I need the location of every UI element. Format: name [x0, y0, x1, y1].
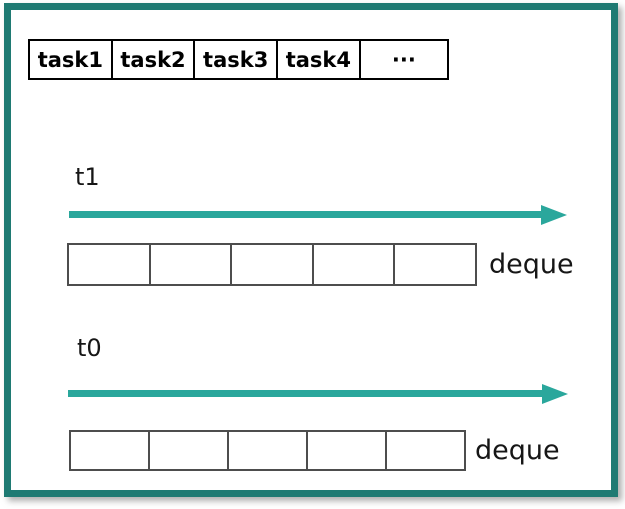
thread-label-t0: t0	[77, 334, 102, 362]
thread-t0-timeline-arrow-icon	[68, 390, 542, 397]
deque-cell	[395, 245, 475, 284]
thread-t0-deque	[69, 430, 466, 471]
deque-cell	[151, 245, 233, 284]
deque-cell	[387, 432, 464, 469]
deque-cell	[229, 432, 308, 469]
deque-cell	[314, 245, 396, 284]
task-queue-cell-label: task1	[37, 47, 103, 72]
deque-cell	[232, 245, 314, 284]
deque-cell	[71, 432, 150, 469]
deque-label-t1: deque	[489, 249, 574, 280]
task-queue-cell-label: task2	[120, 47, 186, 72]
thread-label-t1: t1	[75, 163, 100, 191]
diagram-frame: task1 task2 task3 task4 ··· t1 deque	[4, 3, 618, 497]
task-queue-cell-1: task1	[30, 41, 113, 78]
task-queue-cell-4: task4	[278, 41, 361, 78]
thread-t1-deque	[67, 243, 477, 286]
deque-cell	[150, 432, 229, 469]
task-queue: task1 task2 task3 task4 ···	[28, 39, 449, 80]
ellipsis-label: ···	[391, 47, 416, 72]
task-queue-cell-ellipsis: ···	[361, 41, 447, 78]
task-queue-cell-3: task3	[195, 41, 279, 78]
deque-label-t0: deque	[475, 435, 560, 466]
task-queue-cell-2: task2	[113, 41, 196, 78]
thread-t1-timeline-arrow-icon	[69, 211, 541, 218]
task-queue-cell-label: task3	[203, 47, 269, 72]
deque-cell	[308, 432, 387, 469]
deque-cell	[69, 245, 151, 284]
task-queue-cell-label: task4	[285, 47, 351, 72]
